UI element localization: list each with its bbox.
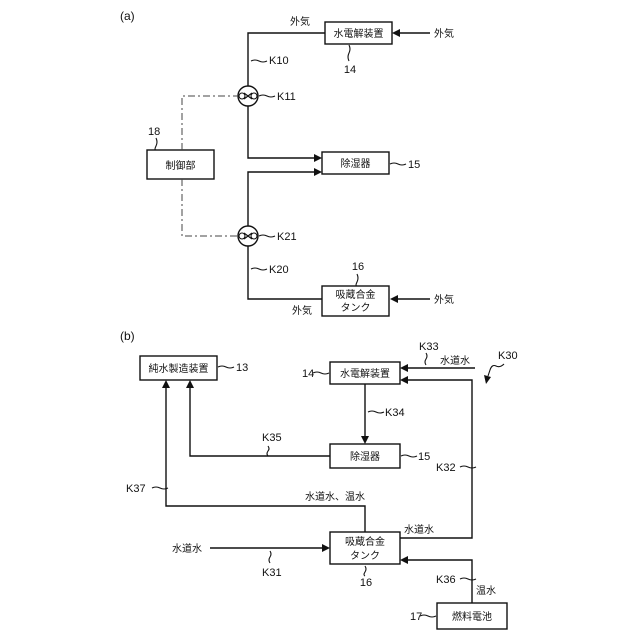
pipe-k11-to-dehumidifier [248, 106, 316, 158]
ref-leader-k20 [251, 268, 267, 270]
arrow-k36 [400, 556, 408, 564]
ref-leader-17 [420, 615, 436, 617]
panel-a-label: (a) [120, 9, 135, 23]
arrow-k37 [162, 380, 170, 388]
controller-label: 制御部 [166, 159, 196, 172]
electrolyzer-label-b: 水電解装置 [340, 367, 390, 380]
tap-water-label-k33: 水道水 [440, 354, 470, 367]
outside-air-label-a2: 外気 [290, 15, 310, 28]
ref-leader-16b [364, 566, 366, 576]
ref-leader-14b [313, 372, 329, 374]
pipe-k21-to-dehumidifier [248, 172, 316, 226]
label-k32: K32 [436, 462, 456, 474]
tap-water-label-k32: 水道水 [404, 523, 434, 536]
ref-leader-16a [356, 274, 358, 286]
dehumidifier-label-b: 除湿器 [350, 450, 380, 463]
label-k37: K37 [126, 483, 146, 495]
arrow-k30 [484, 375, 491, 384]
pure-water-label: 純水製造装置 [149, 362, 209, 375]
panel-b: (b) 純水製造装置 13 水電解装置 14 K33 水道水 K30 K34 除… [120, 329, 518, 629]
tank-label-a-line2: タンク [341, 302, 371, 314]
ref-leader-k31 [269, 551, 271, 563]
ref-leader-k21 [259, 235, 275, 237]
ref-leader-k32 [460, 466, 476, 468]
tank-label-b-line2: タンク [350, 550, 380, 562]
ref-leader-k11 [259, 95, 275, 97]
arrow-to-dehumidifier-top [314, 154, 322, 162]
label-k31: K31 [262, 567, 282, 579]
label-k34: K34 [385, 407, 405, 419]
control-line-k11 [182, 96, 238, 150]
electrolyzer-label-a: 水電解装置 [334, 27, 384, 40]
valve-k11 [238, 86, 258, 106]
ref-leader-18 [155, 138, 157, 150]
ref-leader-k10 [251, 60, 267, 62]
tank-label-a-line1: 吸蔵合金 [336, 288, 376, 301]
outside-air-label-a4: 外気 [434, 293, 454, 306]
pipe-k35 [190, 386, 330, 456]
arrow-k33 [400, 364, 408, 372]
arrow-k35 [186, 380, 194, 388]
ref-leader-15b [401, 455, 417, 457]
ref-16-b: 16 [360, 577, 372, 589]
tap-water-label-k31: 水道水 [172, 542, 202, 555]
label-k11: K11 [277, 91, 296, 103]
ref-leader-k36 [460, 578, 476, 580]
label-k21: K21 [277, 231, 297, 243]
ref-leader-15a [390, 163, 406, 165]
ref-leader-k34 [368, 411, 384, 413]
arrow-air-in-electrolyzer [392, 29, 400, 37]
arrow-k34 [361, 436, 369, 444]
ref-14-b: 14 [302, 368, 314, 380]
ref-13: 13 [236, 362, 248, 374]
ref-17: 17 [410, 611, 422, 623]
arrow-k31 [322, 544, 330, 552]
ref-14-a: 14 [344, 64, 356, 76]
fuel-cell-label: 燃料電池 [452, 610, 492, 623]
valve-k21 [238, 226, 258, 246]
ref-leader-k35 [267, 446, 269, 456]
ref-leader-k30 [488, 364, 504, 376]
dehumidifier-label-a: 除湿器 [341, 157, 371, 170]
ref-leader-13 [218, 366, 234, 368]
ref-15-b: 15 [418, 451, 430, 463]
label-k20: K20 [269, 264, 289, 276]
ref-leader-14a [348, 45, 350, 61]
tank-label-b-line1: 吸蔵合金 [345, 535, 385, 548]
label-k30: K30 [498, 350, 518, 362]
ref-16-a: 16 [352, 261, 364, 273]
label-k36: K36 [436, 574, 456, 586]
hot-water-label: 温水 [476, 585, 496, 597]
ref-15-a: 15 [408, 159, 420, 171]
panel-a: (a) 水電解装置 14 外気 外気 K10 K11 除湿器 15 [120, 9, 454, 317]
pipe-k32 [400, 380, 472, 538]
label-k35: K35 [262, 432, 282, 444]
label-k10: K10 [269, 55, 289, 67]
arrow-k32 [400, 376, 408, 384]
arrow-to-dehumidifier-bottom [314, 168, 322, 176]
ref-18: 18 [148, 126, 160, 138]
control-line-k21 [182, 179, 238, 236]
ref-leader-k33 [425, 353, 427, 365]
tap-hot-water-label: 水道水、温水 [305, 490, 365, 503]
outside-air-label-a3: 外気 [292, 304, 312, 317]
label-k33: K33 [419, 341, 439, 353]
panel-b-label: (b) [120, 329, 135, 343]
outside-air-label-a1: 外気 [434, 27, 454, 40]
arrow-air-in-tank [390, 295, 398, 303]
